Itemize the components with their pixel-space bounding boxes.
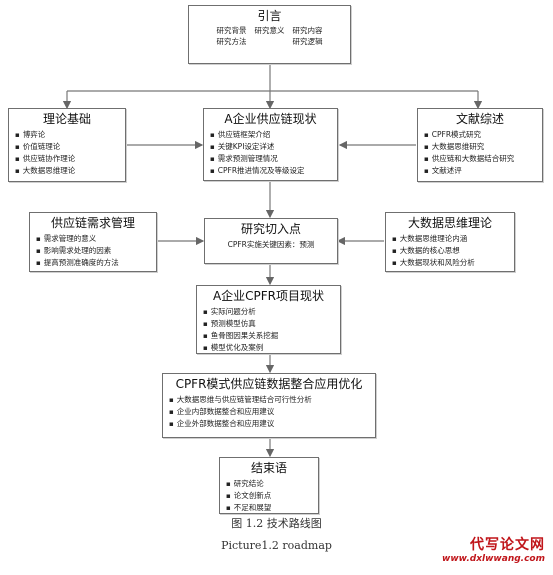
status-title: A企业供应链现状 — [224, 112, 317, 126]
theory-item: 博弈论 — [15, 129, 125, 141]
optimize-title: CPFR模式供应链数据整合应用优化 — [175, 377, 363, 391]
optimize-item: 企业外部数据整合和应用建议 — [169, 418, 375, 430]
conclusion-item: 不足和展望 — [226, 502, 318, 514]
literature-item: 供应链和大数据结合研究 — [424, 153, 542, 165]
cpfr-status-item: 模型优化及案例 — [203, 342, 340, 354]
watermark-line2: www.dxlwwang.com — [442, 554, 545, 564]
demand-item: 影响需求处理的因素 — [36, 245, 156, 257]
conclusion-box: 结束语 研究结论 论文创新点 不足和展望 — [219, 457, 319, 514]
conclusion-item: 研究结论 — [226, 478, 318, 490]
cpfr-status-item: 预测模型仿真 — [203, 318, 340, 330]
optimize-item: 企业内部数据整合和应用建议 — [169, 406, 375, 418]
intro-title: 引言 — [257, 9, 282, 23]
theory-title: 理论基础 — [42, 112, 91, 126]
literature-item: 大数据思维研究 — [424, 141, 542, 153]
demand-box: 供应链需求管理 需求管理的意义 影响需求处理的因素 提高预测准确度的方法 — [29, 212, 157, 272]
intro-item: 研究意义 — [254, 26, 285, 35]
entry-title: 研究切入点 — [240, 222, 301, 236]
theory-box: 理论基础 博弈论 价值链理论 供应链协作理论 大数据思维理论 — [8, 108, 126, 182]
intro-item: 研究背景 — [216, 26, 247, 35]
cpfr-status-box: A企业CPFR项目现状 实际问题分析 预测模型仿真 鱼骨图因果关系挖掘 模型优化… — [196, 285, 341, 354]
literature-title: 文献综述 — [455, 112, 504, 126]
cpfr-status-item: 鱼骨图因果关系挖掘 — [203, 330, 340, 342]
figure-caption-en: Picture1.2 roadmap — [221, 539, 332, 552]
watermark-logo: 代写论文网 www.dxlwwang.com — [442, 537, 545, 565]
entry-box: 研究切入点 CPFR实施关键因素：预测 — [204, 218, 338, 264]
entry-subtitle: CPFR实施关键因素：预测 — [227, 240, 315, 249]
cpfr-status-item: 实际问题分析 — [203, 306, 340, 318]
bigdata-box: 大数据思维理论 大数据思维理论内涵 大数据的核心思想 大数据现状和风险分析 — [385, 212, 515, 272]
conclusion-item: 论文创新点 — [226, 490, 318, 502]
intro-items: 研究背景 研究意义 研究内容 研究方法 研究逻辑 — [189, 25, 350, 47]
status-item: 供应链框架介绍 — [210, 129, 337, 141]
literature-item: 文献述评 — [424, 165, 542, 177]
intro-item: 研究方法 — [216, 37, 247, 46]
bigdata-title: 大数据思维理论 — [407, 216, 492, 230]
status-box: A企业供应链现状 供应链框架介绍 关键KPI设定详述 需求预测管理情况 CPFR… — [203, 108, 338, 181]
bigdata-item: 大数据的核心思想 — [392, 245, 514, 257]
demand-item: 提高预测准确度的方法 — [36, 257, 156, 269]
demand-title: 供应链需求管理 — [50, 216, 135, 230]
status-item: CPFR推进情况及等级设定 — [210, 165, 337, 177]
intro-item: 研究内容 — [292, 26, 323, 35]
intro-item: 研究逻辑 — [292, 37, 323, 46]
status-item: 需求预测管理情况 — [210, 153, 337, 165]
theory-item: 价值链理论 — [15, 141, 125, 153]
theory-item: 供应链协作理论 — [15, 153, 125, 165]
optimize-box: CPFR模式供应链数据整合应用优化 大数据思维与供应链管理结合可行性分析 企业内… — [162, 373, 376, 438]
cpfr-status-title: A企业CPFR项目现状 — [212, 289, 325, 303]
literature-box: 文献综述 CPFR模式研究 大数据思维研究 供应链和大数据结合研究 文献述评 — [417, 108, 543, 182]
literature-item: CPFR模式研究 — [424, 129, 542, 141]
bigdata-item: 大数据现状和风险分析 — [392, 257, 514, 269]
optimize-item: 大数据思维与供应链管理结合可行性分析 — [169, 394, 375, 406]
status-item: 关键KPI设定详述 — [210, 141, 337, 153]
theory-item: 大数据思维理论 — [15, 165, 125, 177]
intro-box: 引言 研究背景 研究意义 研究内容 研究方法 研究逻辑 — [188, 5, 351, 64]
conclusion-title: 结束语 — [250, 461, 287, 475]
demand-item: 需求管理的意义 — [36, 233, 156, 245]
figure-caption-cn: 图 1.2 技术路线图 — [231, 517, 322, 530]
watermark-line1: 代写论文网 — [470, 537, 545, 553]
bigdata-item: 大数据思维理论内涵 — [392, 233, 514, 245]
